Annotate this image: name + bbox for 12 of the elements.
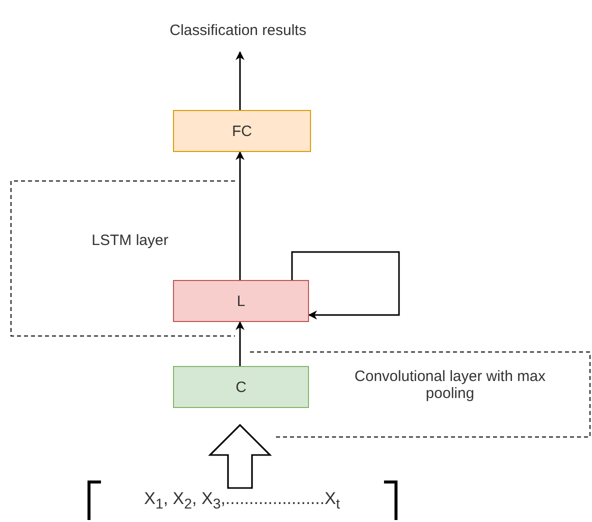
arrow: [236, 51, 244, 110]
arrow: [236, 151, 244, 280]
loop-arrow: [291, 251, 400, 320]
layer-box: C: [173, 366, 309, 408]
output-label: Classification results: [150, 8, 326, 52]
layer-box: L: [173, 280, 309, 322]
group-label: Convolutional layer with max pooling: [354, 368, 546, 402]
input-sequence: X$_{1}$, X$_{2}$, X$_{3}$,.....................X$_{t}$: [104, 488, 380, 514]
arrow: [236, 321, 244, 366]
block-arrow: [208, 424, 272, 489]
layer-box: FC: [173, 110, 311, 152]
group-label: LSTM layer: [90, 232, 170, 249]
